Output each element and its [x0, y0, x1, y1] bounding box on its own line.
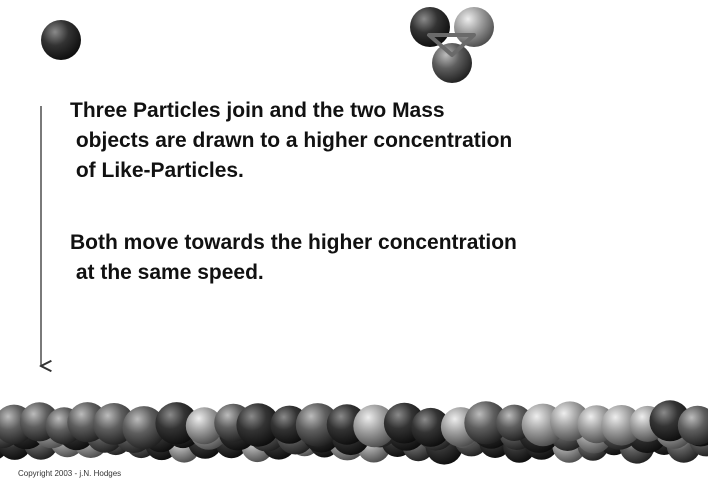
particle-bond-triangle — [427, 33, 476, 57]
band-particle — [464, 401, 508, 445]
band-particle — [155, 402, 198, 445]
band-particle — [677, 405, 708, 446]
band-particle — [122, 406, 166, 450]
band-particle — [185, 407, 223, 445]
band-particle — [236, 403, 280, 447]
three-particle-cluster-icon — [410, 7, 494, 83]
band-particle — [353, 404, 396, 448]
single-particle-icon — [41, 20, 81, 60]
band-particle — [601, 405, 642, 446]
caption-same-speed: Both move towards the higher concentrati… — [70, 231, 517, 284]
caption-particles-join: Three Particles join and the two Mass ob… — [70, 99, 513, 182]
particle-mass-band — [0, 400, 708, 465]
band-particle — [295, 403, 340, 447]
band-particle — [411, 407, 451, 447]
copyright-notice: Copyright 2003 - j.N. Hodges — [18, 469, 122, 478]
